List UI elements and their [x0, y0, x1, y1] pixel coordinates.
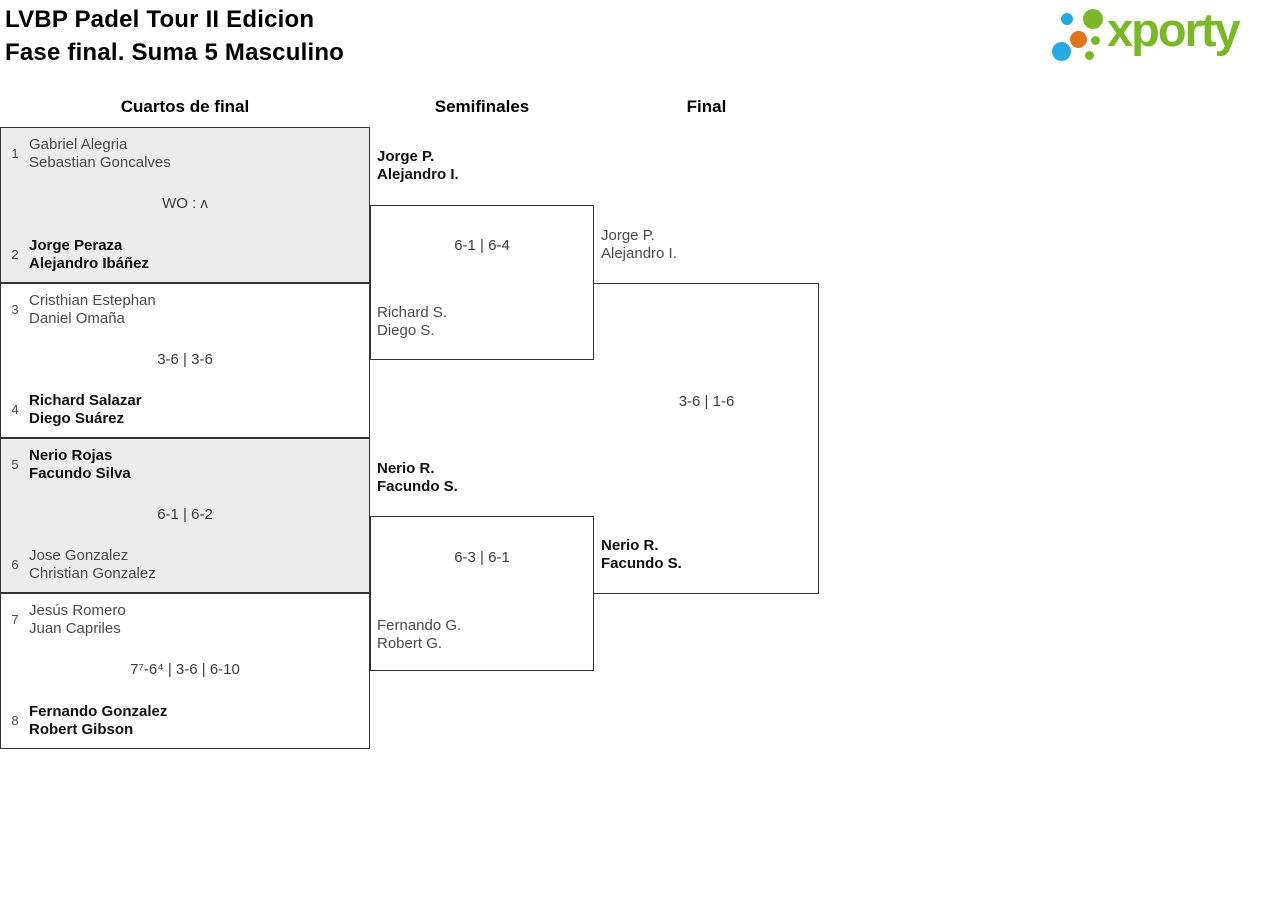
match-qf-2[interactable]: 3 Cristhian Estephan Daniel Omaña 3-6 | … — [0, 283, 370, 438]
team-pair: Richard S. Diego S. — [377, 304, 447, 340]
player-name: Fernando G. — [377, 617, 462, 634]
player-name: Cristhian Estephan — [29, 292, 156, 309]
logo-dot-green-large-icon — [1083, 9, 1103, 29]
player-name: Daniel Omaña — [29, 310, 125, 327]
logo-dot-blue-small-icon — [1061, 13, 1073, 25]
match-qf-4[interactable]: 7 Jesús Romero Juan Capriles 7⁷-6⁴ | 3-6… — [0, 593, 370, 749]
page-title: LVBP Padel Tour II Edicion Fase final. S… — [5, 3, 344, 69]
team-pair: Gabriel Alegria Sebastian Goncalves — [29, 136, 171, 172]
player-name: Facundo S. — [377, 478, 458, 495]
player-name: Jorge P. — [601, 227, 655, 244]
match-sf-2[interactable] — [370, 516, 594, 671]
player-name: Robert Gibson — [29, 721, 134, 738]
player-name: Diego Suárez — [29, 410, 125, 427]
seed-number: 3 — [11, 302, 19, 317]
player-name: Jorge Peraza — [29, 237, 123, 254]
team-pair: Jorge P. Alejandro I. — [377, 148, 459, 184]
player-name: Nerio Rojas — [29, 447, 113, 464]
player-name: Jesús Romero — [29, 602, 126, 619]
xporty-logo: xporty — [1050, 0, 1280, 75]
team-pair: Jesús Romero Juan Capriles — [29, 602, 126, 638]
match-score: 6-1 | 6-2 — [157, 505, 213, 523]
player-name: Gabriel Alegria — [29, 136, 128, 153]
match-score: 7⁷-6⁴ | 3-6 | 6-10 — [130, 661, 240, 678]
player-name: Fernando Gonzalez — [29, 703, 168, 720]
player-name: Nerio R. — [377, 460, 435, 477]
team-pair: Richard Salazar Diego Suárez — [29, 392, 142, 428]
seed-number: 4 — [11, 402, 19, 417]
match-score: 3-6 | 3-6 — [157, 350, 213, 368]
match-score: 6-1 | 6-4 — [454, 237, 510, 254]
player-name: Sebastian Goncalves — [29, 154, 171, 171]
round-header-final: Final — [686, 97, 727, 116]
match-qf-1[interactable]: 1 Gabriel Alegria Sebastian Goncalves WO… — [0, 127, 370, 283]
round-header-cuartos: Cuartos de final — [120, 97, 250, 116]
player-name: Jose Gonzalez — [29, 547, 129, 564]
match-sf-1[interactable] — [370, 205, 594, 360]
seed-number: 7 — [11, 612, 19, 627]
player-name: Juan Capriles — [29, 620, 121, 637]
match-score: 3-6 | 1-6 — [678, 393, 735, 410]
player-name: Richard Salazar — [29, 392, 142, 409]
match-score: WO : ʌ — [162, 195, 208, 212]
team-pair: Fernando Gonzalez Robert Gibson — [29, 703, 167, 739]
seed-number: 5 — [11, 457, 19, 472]
logo-dot-orange-icon — [1070, 31, 1087, 48]
round-header-semifinales: Semifinales — [434, 97, 530, 116]
player-name: Facundo Silva — [29, 465, 131, 482]
logo-dot-blue-large-icon — [1052, 42, 1071, 61]
xporty-logo-text: xporty — [1107, 3, 1241, 56]
player-name: Alejandro I. — [377, 166, 459, 183]
seed-number: 2 — [11, 247, 19, 262]
player-name: Jorge P. — [377, 148, 435, 165]
team-pair: Fernando G. Robert G. — [377, 617, 461, 653]
phase-name: Fase final. Suma 5 Masculino — [5, 39, 345, 66]
player-name: Alejandro I. — [601, 245, 677, 262]
player-name: Richard S. — [377, 304, 448, 321]
match-score: 6-3 | 6-1 — [454, 549, 510, 566]
player-name: Nerio R. — [601, 537, 659, 554]
player-name: Diego S. — [377, 322, 435, 339]
team-pair: Jose Gonzalez Christian Gonzalez — [29, 547, 156, 583]
player-name: Christian Gonzalez — [29, 565, 156, 582]
team-pair: Cristhian Estephan Daniel Omaña — [29, 292, 156, 328]
seed-number: 6 — [11, 557, 19, 572]
player-name: Alejandro Ibáñez — [29, 255, 150, 272]
match-qf-3[interactable]: 5 Nerio Rojas Facundo Silva 6-1 | 6-2 Jo… — [0, 438, 370, 593]
seed-number: 1 — [11, 146, 19, 161]
seed-number: 8 — [11, 713, 19, 728]
team-pair: Nerio R. Facundo S. — [601, 537, 682, 573]
logo-dot-green-tiny-icon — [1091, 36, 1100, 45]
match-final[interactable] — [594, 283, 819, 594]
tournament-name: LVBP Padel Tour II Edicion — [5, 6, 315, 33]
player-name: Facundo S. — [601, 555, 682, 572]
team-pair: Nerio R. Facundo S. — [377, 460, 458, 496]
logo-dot-green-tiny2-icon — [1085, 51, 1094, 60]
team-pair: Nerio Rojas Facundo Silva — [29, 447, 131, 483]
player-name: Robert G. — [377, 635, 443, 652]
team-pair: Jorge Peraza Alejandro Ibáñez — [29, 237, 149, 273]
team-pair: Jorge P. Alejandro I. — [601, 227, 677, 263]
